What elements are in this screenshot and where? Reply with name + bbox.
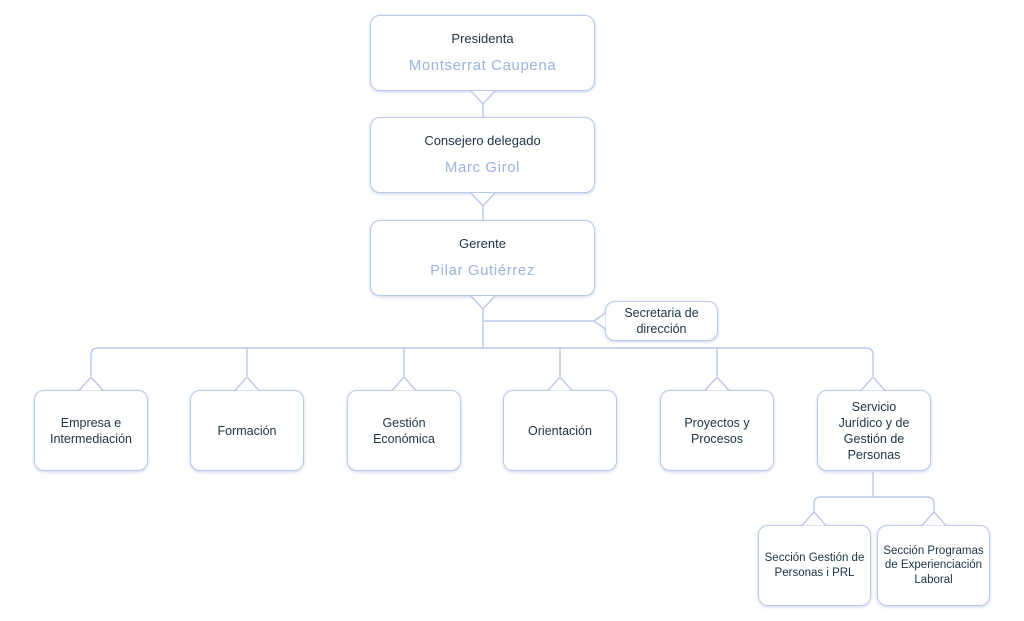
gestion-pointer: [391, 375, 417, 391]
secretaria-pointer: [592, 312, 606, 330]
section-gestion-personas-line2: Personas i PRL: [774, 566, 855, 579]
orientacion-pointer: [547, 375, 573, 391]
department-gestion-box: Gestión Económica: [347, 390, 461, 471]
section-programas-line3: Laboral: [914, 573, 953, 586]
department-proyectos-line1: Proyectos y: [684, 415, 750, 430]
consejero-role: Consejero delegado: [424, 133, 541, 148]
secretaria-line2: dirección: [636, 322, 687, 336]
consejero-box: Consejero delegado Marc Girol: [370, 117, 595, 193]
proyectos-pointer: [704, 375, 730, 391]
presidenta-pointer: [470, 90, 496, 106]
secretaria-line1: Secretaria de: [624, 306, 699, 320]
gerente-name: Pilar Gutiérrez: [430, 262, 535, 279]
presidenta-role: Presidenta: [451, 31, 514, 46]
department-servicio-line3: Gestión de: [843, 431, 905, 446]
presidenta-box: Presidenta Montserrat Caupena: [370, 15, 595, 91]
department-formacion-line1: Formación: [217, 423, 277, 438]
secretaria-box: Secretaria de dirección: [605, 301, 718, 341]
department-servicio-line2: Jurídico y de: [838, 415, 910, 430]
section-gestion-personas-pointer: [801, 510, 827, 526]
section-programas-line2: de Experienciación: [884, 559, 983, 572]
empresa-pointer: [78, 375, 104, 391]
department-formacion-box: Formación: [190, 390, 304, 471]
department-proyectos-box: Proyectos y Procesos: [660, 390, 774, 471]
formacion-pointer: [234, 375, 260, 391]
presidenta-name: Montserrat Caupena: [408, 57, 557, 74]
connector-department-bus: [90, 347, 874, 376]
consejero-pointer: [470, 192, 496, 208]
department-empresa-line1: Empresa e: [60, 415, 122, 430]
department-gestion-line1: Gestión: [382, 415, 426, 430]
section-programas-box: Sección Programas de Experienciación Lab…: [877, 525, 990, 606]
department-servicio-box: Servicio Jurídico y de Gestión de Person…: [817, 390, 931, 471]
department-servicio-line1: Servicio: [851, 399, 897, 414]
gerente-pointer: [470, 295, 496, 311]
department-empresa-line2: Intermediación: [50, 431, 132, 446]
gerente-box: Gerente Pilar Gutiérrez: [370, 220, 595, 296]
department-proyectos-line2: Procesos: [690, 431, 744, 446]
servicio-pointer: [860, 375, 886, 391]
department-gestion-line2: Económica: [373, 431, 435, 446]
gerente-role: Gerente: [459, 236, 506, 251]
department-orientacion-box: Orientación: [503, 390, 617, 471]
section-programas-line1: Sección Programas: [883, 544, 984, 557]
section-programas-pointer: [921, 510, 947, 526]
connector-section-bus: [813, 496, 935, 512]
consejero-name: Marc Girol: [444, 159, 521, 176]
section-gestion-personas-line1: Sección Gestión de: [764, 552, 865, 564]
department-orientacion-line1: Orientación: [528, 423, 592, 438]
department-servicio-line4: Personas: [847, 447, 901, 462]
section-gestion-personas-box: Sección Gestión de Personas i PRL: [758, 525, 871, 606]
